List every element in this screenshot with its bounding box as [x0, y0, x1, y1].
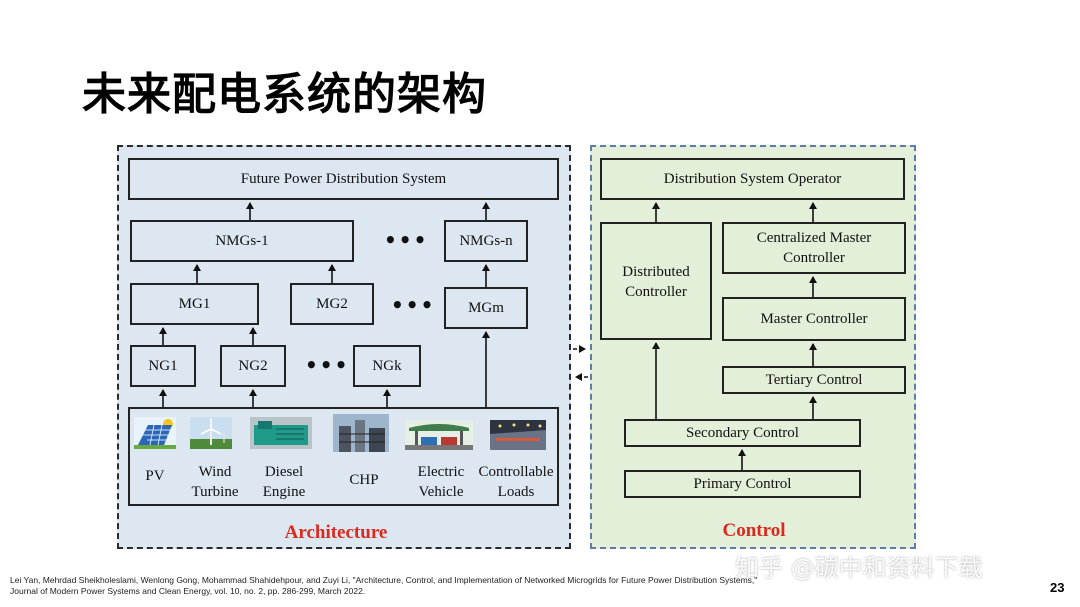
chp-plant-icon — [333, 414, 389, 452]
nmgs-ellipsis: ••• — [384, 228, 429, 252]
watermark: 知乎 @碳中和资料下载 — [735, 554, 983, 582]
diesel-generator-icon — [250, 417, 312, 449]
nmgs-n-box: NMGs-n — [444, 220, 528, 262]
nmgs-1-box: NMGs-1 — [130, 220, 354, 262]
citation: Lei Yan, Mehrdad Sheikholeslami, Wenlong… — [10, 575, 758, 596]
ngk-box: NGk — [353, 345, 421, 387]
primary-control-box: Primary Control — [624, 470, 861, 498]
architecture-panel — [117, 145, 571, 549]
architecture-label: Architecture — [284, 522, 388, 543]
mg2-box: MG2 — [290, 283, 374, 325]
resources-box — [128, 407, 559, 506]
ev-charging-icon — [405, 420, 473, 450]
control-label: Control — [722, 520, 786, 541]
distribution-system-operator-box: Distribution System Operator — [600, 158, 905, 200]
control-panel — [590, 145, 916, 549]
ng2-box: NG2 — [220, 345, 286, 387]
chp-label: CHP — [349, 472, 379, 488]
mg-ellipsis: ••• — [391, 293, 436, 317]
secondary-control-box: Secondary Control — [624, 419, 861, 447]
mgm-box: MGm — [444, 287, 528, 329]
tertiary-control-box: Tertiary Control — [722, 366, 906, 394]
page-number: 23 — [1050, 580, 1065, 595]
controllable-loads-icon — [490, 420, 546, 450]
pv-label: PV — [145, 468, 165, 484]
ng-ellipsis: ••• — [305, 353, 350, 377]
mg1-box: MG1 — [130, 283, 259, 325]
future-power-distribution-system-box: Future Power Distribution System — [128, 158, 559, 200]
slide-title: 未来配电系统的架构 — [82, 69, 487, 120]
master-controller-box: Master Controller — [722, 297, 906, 341]
ng1-box: NG1 — [130, 345, 196, 387]
wind-turbine-icon — [190, 417, 232, 449]
solar-panel-icon — [134, 417, 176, 449]
